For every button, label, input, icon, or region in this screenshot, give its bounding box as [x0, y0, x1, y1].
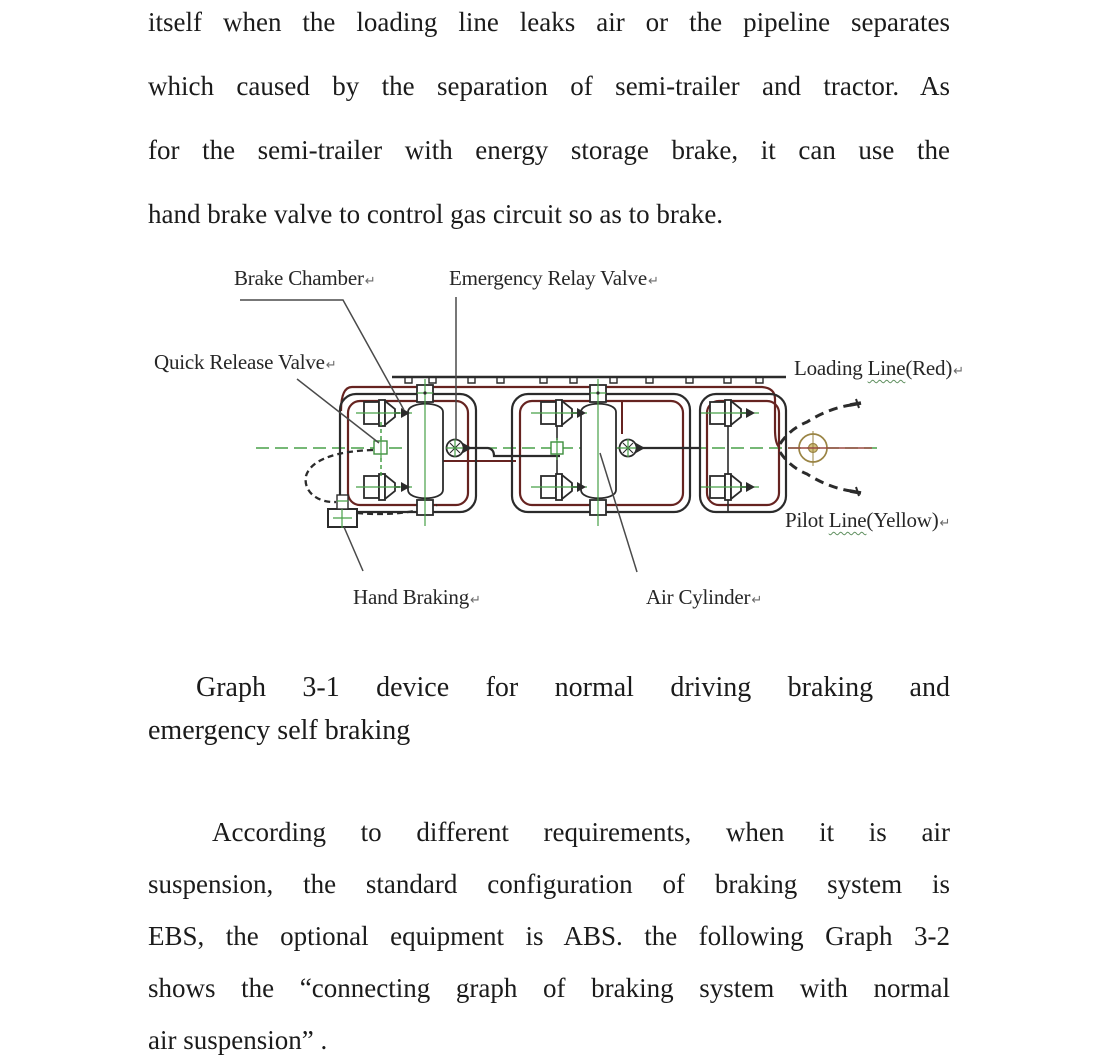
- brake-chamber-unit: [540, 399, 577, 427]
- red-pipes: [339, 385, 781, 507]
- brake-chamber-unit: [363, 399, 400, 427]
- text-line: hand brake valve to control gas circuit …: [148, 199, 724, 229]
- quick-release-valve-symbol: [373, 440, 388, 455]
- return-mark: ↵: [751, 592, 763, 607]
- return-mark: ↵: [325, 357, 337, 372]
- hand-brake-pipe: [304, 448, 374, 504]
- frame-middle: [510, 392, 692, 514]
- flow-arrows: [401, 391, 755, 492]
- coupling-head: [798, 431, 828, 466]
- coupling-hose-lower: [778, 451, 852, 493]
- leader-air-cylinder: [599, 452, 638, 573]
- leader-quick-release-valve: [296, 378, 380, 444]
- label-text: Loading: [794, 356, 868, 380]
- body-paragraph-bottom: According to different requirements, whe…: [148, 806, 950, 1063]
- figure-caption: Graph 3-1 device for normal driving brak…: [148, 666, 950, 752]
- label-air-cylinder: Air Cylinder↵: [646, 585, 762, 612]
- label-text: Hand Braking: [353, 585, 469, 609]
- label-hand-braking: Hand Braking↵: [353, 585, 481, 612]
- rail-fittings: [404, 378, 764, 384]
- label-text: Emergency Relay Valve: [449, 266, 647, 290]
- label-text: (Red): [905, 356, 953, 380]
- hand-brake-valve: [327, 508, 358, 528]
- label-emergency-relay-valve: Emergency Relay Valve↵: [449, 266, 659, 293]
- label-text: Quick Release Valve: [154, 350, 325, 374]
- return-mark: ↵: [939, 515, 951, 530]
- label-loading-line: Loading Line(Red)↵: [794, 356, 964, 383]
- label-pilot-line: Pilot Line(Yellow)↵: [785, 508, 950, 535]
- return-mark: ↵: [470, 592, 481, 607]
- brake-chamber-unit: [363, 473, 400, 501]
- label-quick-release-valve: Quick Release Valve↵: [154, 350, 337, 377]
- air-cylinder-1: [407, 402, 444, 500]
- coupling-hose-upper: [778, 403, 852, 445]
- brake-chamber-unit: [709, 473, 746, 501]
- air-cylinder-2: [580, 402, 617, 500]
- leader-lines: [240, 297, 638, 573]
- text-line: which caused by the separation of semi-t…: [148, 71, 950, 101]
- frame-right: [698, 392, 788, 514]
- text-line: EBS, the optional equipment is ABS. the …: [148, 921, 950, 951]
- label-text-wavy: Line: [828, 508, 867, 532]
- return-mark: ↵: [647, 273, 659, 288]
- body-paragraph-top: itself when the loading line leaks air o…: [148, 0, 950, 246]
- text-line: for the semi-trailer with energy storage…: [148, 135, 950, 165]
- return-mark: ↵: [364, 273, 376, 288]
- label-text: (Yellow): [866, 508, 939, 532]
- text-line: suspension, the standard configuration o…: [148, 869, 950, 899]
- return-mark: ↵: [953, 363, 964, 378]
- hose-coupler-tips: [849, 401, 862, 495]
- text-line: itself when the loading line leaks air o…: [148, 7, 950, 37]
- label-text: Brake Chamber: [234, 266, 364, 290]
- label-brake-chamber: Brake Chamber↵: [234, 266, 376, 293]
- component-centerlines: [333, 379, 759, 528]
- emergency-relay-valve-symbol: [445, 438, 465, 458]
- caption-line: Graph 3-1 device for normal driving brak…: [196, 672, 950, 703]
- relay-valve-symbol: [618, 438, 638, 458]
- frame-left: [338, 392, 478, 514]
- text-line: shows the “connecting graph of braking s…: [148, 973, 950, 1003]
- leader-hand-braking: [343, 526, 364, 572]
- caption-line: emergency self braking: [148, 715, 411, 746]
- brake-chamber-unit: [709, 399, 746, 427]
- text-line: According to different requirements, whe…: [212, 817, 950, 847]
- components: [327, 384, 746, 528]
- junction-fittings: [373, 440, 564, 455]
- label-text: Air Cylinder: [646, 585, 751, 609]
- text-line: air suspension” .: [148, 1025, 328, 1055]
- brake-chamber-unit: [540, 473, 577, 501]
- label-text-wavy: Line: [867, 356, 906, 380]
- black-structure: [304, 375, 862, 516]
- label-text: Pilot: [785, 508, 829, 532]
